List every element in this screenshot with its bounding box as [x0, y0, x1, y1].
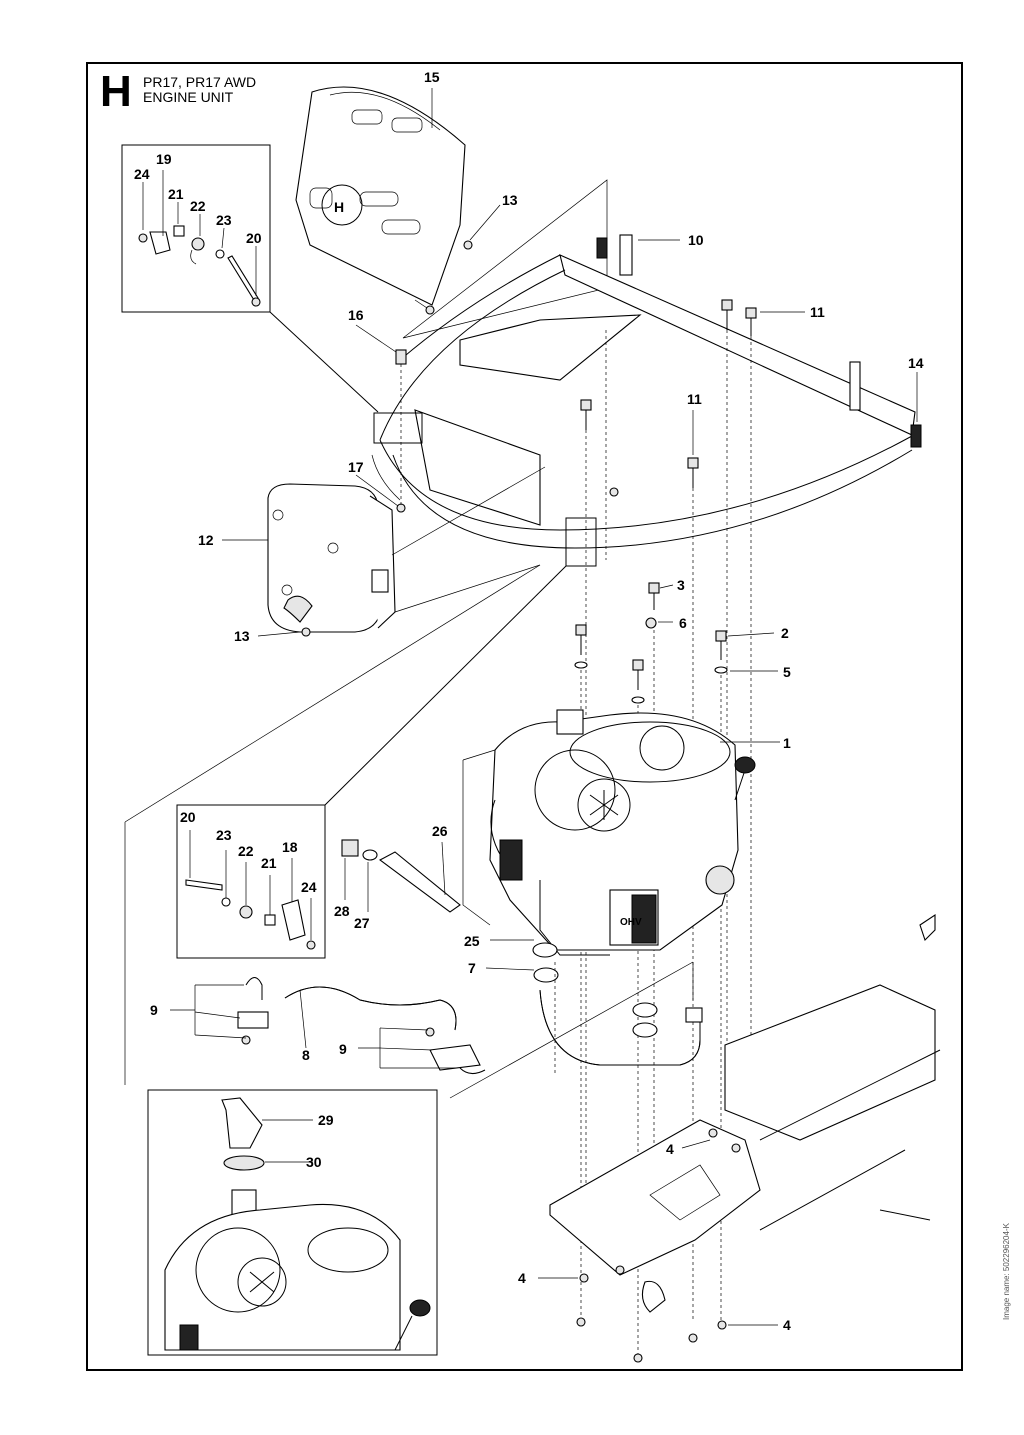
exhaust-pipe-assembly — [449, 961, 703, 1099]
callout-3: 3 — [677, 577, 685, 593]
callout-7: 7 — [468, 960, 476, 976]
callout-30: 30 — [306, 1154, 322, 1170]
callout-13: 13 — [234, 628, 250, 644]
callout-4: 4 — [518, 1270, 526, 1286]
callout-12: 12 — [198, 532, 214, 548]
part-1-engine: OHV — [489, 709, 756, 1075]
callout-1: 1 — [783, 735, 791, 751]
part-12-muffler — [124, 466, 546, 1085]
part-8-hose — [237, 977, 486, 1074]
detail-inset-upper — [121, 144, 379, 413]
diagram-frame — [86, 62, 963, 1371]
chassis-lower-tray — [549, 913, 941, 1363]
callout-4: 4 — [783, 1317, 791, 1333]
part-15-console-cover: H — [295, 86, 608, 339]
callout-11: 11 — [810, 304, 825, 320]
callout-18: 18 — [282, 839, 298, 855]
callout-20: 20 — [180, 809, 196, 825]
callout-28: 28 — [334, 903, 350, 919]
callout-15: 15 — [424, 69, 440, 85]
callout-13: 13 — [502, 192, 518, 208]
callout-10: 10 — [688, 232, 704, 248]
callout-22: 22 — [238, 843, 254, 859]
callout-9: 9 — [339, 1041, 347, 1057]
callout-24: 24 — [134, 166, 150, 182]
callout-27: 27 — [354, 915, 370, 931]
callout-14: 14 — [908, 355, 924, 371]
callout-16: 16 — [348, 307, 364, 323]
detail-inset-bottom — [147, 1089, 438, 1356]
callout-4: 4 — [666, 1141, 674, 1157]
callout-22: 22 — [190, 198, 206, 214]
section-letter: H — [100, 67, 132, 116]
callout-23: 23 — [216, 827, 232, 843]
callout-leaders — [170, 88, 918, 1326]
engine-badge-text: OHV — [620, 917, 642, 928]
callout-20: 20 — [246, 230, 262, 246]
callout-numbers: 15 13 10 11 16 14 11 17 12 13 3 6 2 5 1 … — [134, 69, 924, 1333]
callout-24: 24 — [301, 879, 317, 895]
part-26-pipe — [341, 749, 496, 926]
callout-26: 26 — [432, 823, 448, 839]
callout-17: 17 — [348, 459, 364, 475]
detail-inset-lower — [176, 804, 326, 959]
callout-23: 23 — [216, 212, 232, 228]
callout-21: 21 — [168, 186, 184, 202]
title-line-1: PR17, PR17 AWD — [143, 74, 257, 90]
callout-29: 29 — [318, 1112, 334, 1128]
callout-2: 2 — [781, 625, 789, 641]
callout-9: 9 — [150, 1002, 158, 1018]
callout-11: 11 — [687, 391, 702, 407]
callout-5: 5 — [783, 664, 791, 680]
callout-19: 19 — [156, 151, 172, 167]
diagram-title: PR17, PR17 AWD ENGINE UNIT — [143, 75, 256, 105]
callout-25: 25 — [464, 933, 480, 949]
callout-8: 8 — [302, 1047, 310, 1063]
title-line-2: ENGINE UNIT — [143, 89, 234, 105]
callout-21: 21 — [261, 855, 277, 871]
brand-logo-mark: H — [334, 199, 344, 215]
callout-6: 6 — [679, 615, 687, 631]
